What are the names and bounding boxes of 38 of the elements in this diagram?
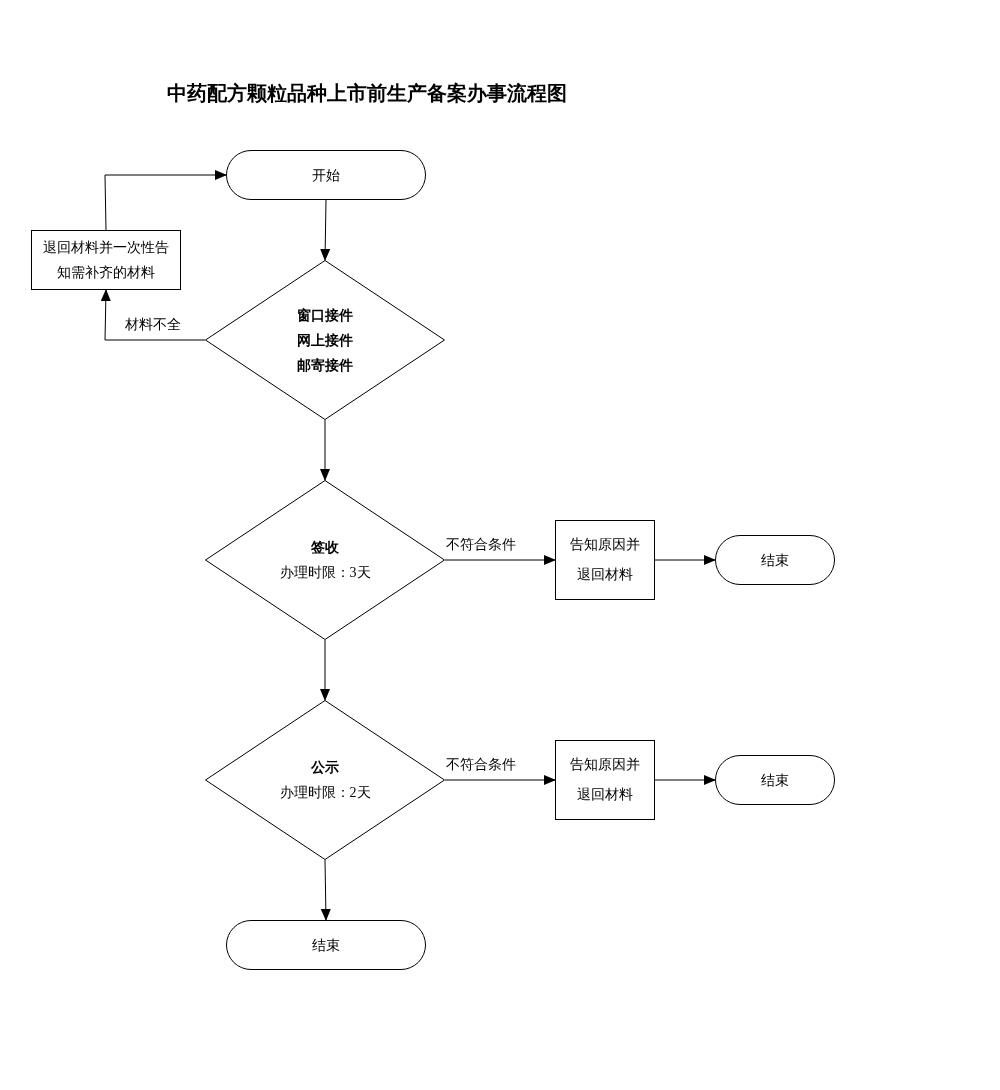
process-box [555,520,655,600]
process-box [31,230,181,290]
arrow [320,859,331,921]
time-limit-text: 办理时限：3天 [279,564,371,582]
edge-label: 不符合条件 [445,756,517,774]
step-title: 网上接件 [297,331,353,350]
terminal-box [715,755,835,805]
arrow [104,170,227,231]
node-text: 退回材料并一次性告知需补齐的材料 [42,239,170,282]
step-title: 签收 [311,539,339,557]
diagram-title: 中药配方颗粒品种上市前生产备案办事流程图 [167,81,567,106]
arrow [654,775,716,785]
decision-diamond [205,700,445,860]
arrow [320,419,330,481]
node-text: 结束 [761,771,789,790]
node-text: 告知原因并退回材料 [569,756,641,804]
terminal-box [226,150,426,200]
arrow [320,639,330,701]
process-box [555,740,655,820]
arrow [320,199,331,261]
edge-label: 不符合条件 [445,536,517,554]
step-title: 窗口接件 [297,306,353,325]
arrow [100,289,206,341]
time-limit-text: 办理时限：2天 [279,784,371,802]
arrow [444,775,556,785]
node-text: 告知原因并退回材料 [569,536,641,584]
edge-label: 材料不全 [124,316,182,334]
step-title: 公示 [311,759,339,777]
decision-diamond [205,260,445,420]
arrow [444,555,556,565]
node-text: 结束 [761,551,789,570]
step-title: 邮寄接件 [297,356,353,375]
decision-diamond [205,480,445,640]
arrow [654,555,716,565]
node-text: 结束 [312,936,340,955]
terminal-box [715,535,835,585]
terminal-box [226,920,426,970]
node-text: 开始 [312,166,340,185]
